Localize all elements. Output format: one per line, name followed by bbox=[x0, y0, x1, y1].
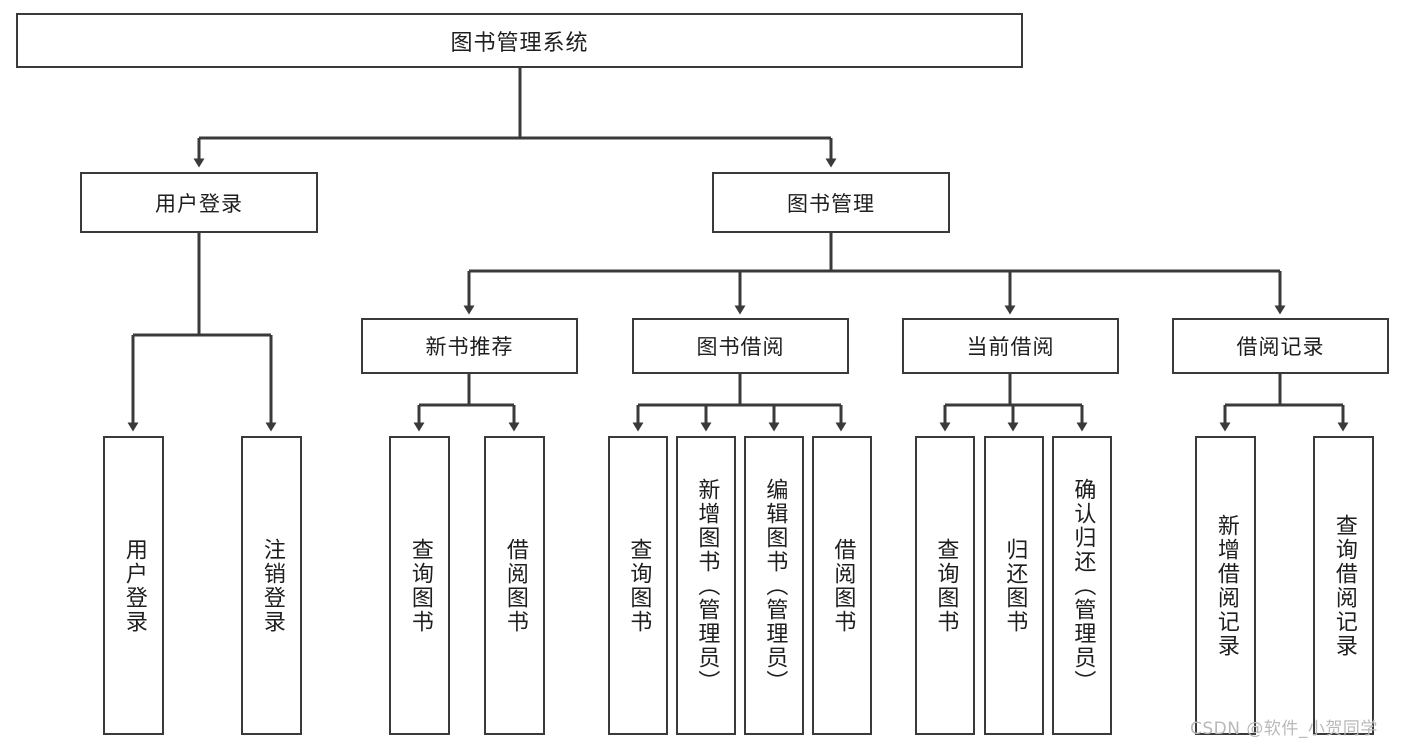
node-leaf-return-book-label: 归还图书 bbox=[1002, 537, 1028, 634]
node-borrow-record[interactable]: 借阅记录 bbox=[1172, 318, 1389, 374]
watermark-text: CSDN @软件_小贺同学 bbox=[1190, 719, 1378, 739]
node-leaf-edit-book[interactable]: 编辑图书（管理员） bbox=[744, 436, 804, 735]
node-current-borrow-label: 当前借阅 bbox=[966, 335, 1055, 359]
node-current-borrow[interactable]: 当前借阅 bbox=[902, 318, 1119, 374]
node-user-login-label: 用户登录 bbox=[155, 191, 243, 216]
node-leaf-query-book-2-label: 查询图书 bbox=[626, 537, 652, 634]
node-leaf-confirm-return[interactable]: 确认归还（管理员） bbox=[1052, 436, 1112, 735]
node-book-borrow[interactable]: 图书借阅 bbox=[632, 318, 849, 374]
node-root-system[interactable]: 图书管理系统 bbox=[16, 13, 1023, 68]
node-book-manage-label: 图书管理 bbox=[787, 191, 875, 216]
node-leaf-borrow-book-2[interactable]: 借阅图书 bbox=[812, 436, 872, 735]
node-leaf-query-book-3-label: 查询图书 bbox=[933, 537, 959, 634]
node-leaf-add-book[interactable]: 新增图书（管理员） bbox=[676, 436, 736, 735]
node-leaf-return-book[interactable]: 归还图书 bbox=[984, 436, 1044, 735]
node-leaf-add-book-label: 新增图书（管理员） bbox=[694, 477, 720, 694]
node-leaf-query-book-3[interactable]: 查询图书 bbox=[915, 436, 975, 735]
node-leaf-query-book-1[interactable]: 查询图书 bbox=[389, 436, 450, 735]
node-book-manage[interactable]: 图书管理 bbox=[712, 172, 950, 233]
node-user-login[interactable]: 用户登录 bbox=[80, 172, 318, 233]
node-new-book-recommend[interactable]: 新书推荐 bbox=[361, 318, 578, 374]
node-leaf-add-record[interactable]: 新增借阅记录 bbox=[1195, 436, 1256, 735]
node-leaf-user-logout[interactable]: 注销登录 bbox=[241, 436, 302, 735]
node-leaf-borrow-book-2-label: 借阅图书 bbox=[830, 537, 856, 634]
node-root-label: 图书管理系统 bbox=[450, 30, 589, 56]
node-leaf-edit-book-label: 编辑图书（管理员） bbox=[762, 477, 788, 694]
node-leaf-borrow-book-1-label: 借阅图书 bbox=[502, 537, 528, 634]
node-leaf-confirm-return-label: 确认归还（管理员） bbox=[1070, 477, 1096, 694]
node-leaf-query-book-2[interactable]: 查询图书 bbox=[608, 436, 668, 735]
node-leaf-query-book-1-label: 查询图书 bbox=[407, 537, 433, 634]
node-leaf-query-record-label: 查询借阅记录 bbox=[1331, 513, 1357, 658]
node-leaf-user-login-label: 用户登录 bbox=[121, 537, 147, 634]
node-leaf-query-record[interactable]: 查询借阅记录 bbox=[1313, 436, 1374, 735]
node-leaf-borrow-book-1[interactable]: 借阅图书 bbox=[484, 436, 545, 735]
node-book-borrow-label: 图书借阅 bbox=[696, 335, 785, 359]
node-new-book-recommend-label: 新书推荐 bbox=[425, 335, 514, 359]
node-borrow-record-label: 借阅记录 bbox=[1236, 335, 1325, 359]
node-leaf-add-record-label: 新增借阅记录 bbox=[1213, 513, 1239, 658]
node-leaf-user-logout-label: 注销登录 bbox=[259, 537, 285, 634]
node-leaf-user-login[interactable]: 用户登录 bbox=[103, 436, 164, 735]
